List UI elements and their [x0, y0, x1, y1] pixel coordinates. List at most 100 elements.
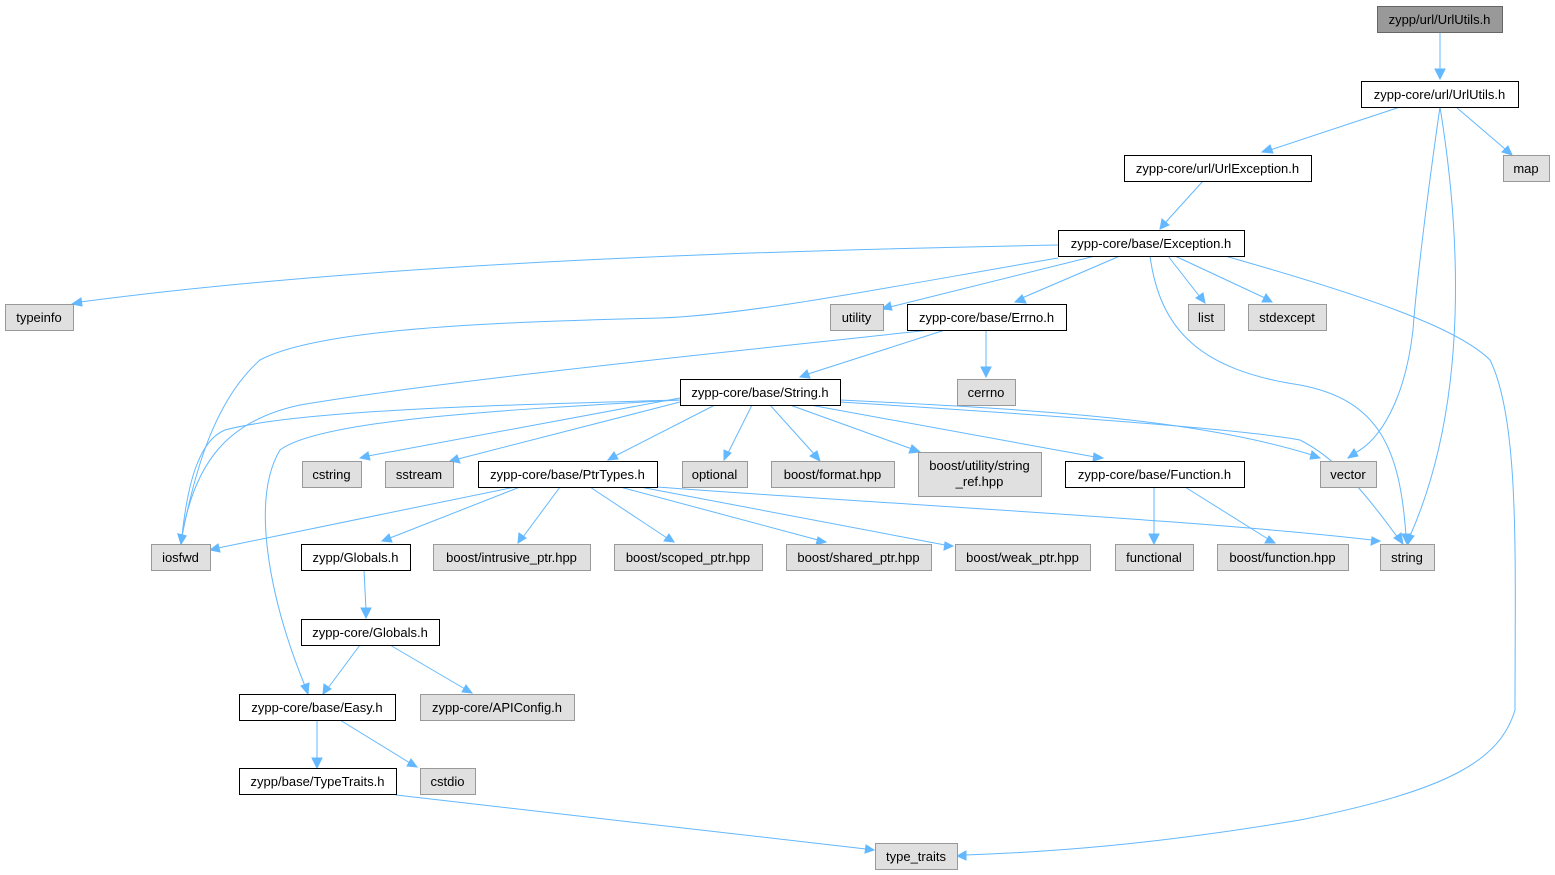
edges-layer — [70, 32, 1516, 861]
edge-arrowhead — [358, 451, 371, 461]
edge-arrowhead — [461, 684, 474, 694]
edge-n15-n31 — [789, 404, 922, 454]
node-label: map — [1513, 161, 1538, 176]
edge-line — [789, 404, 913, 450]
edge-arrowhead — [360, 607, 372, 620]
node-box — [1058, 230, 1245, 257]
node-box — [385, 461, 454, 488]
edge-n21-n26 — [619, 486, 828, 546]
node-label: zypp-core/base/Function.h — [1078, 467, 1231, 482]
edge-n0-n1 — [1434, 32, 1446, 81]
node-box — [680, 379, 841, 406]
node-label: boost/intrusive_ptr.hpp — [446, 550, 577, 565]
edge-line — [589, 486, 668, 539]
edge-n6-n12 — [1013, 255, 1121, 304]
edge-arrowhead — [1195, 292, 1206, 304]
node-label: zypp-core/url/UrlUtils.h — [1374, 87, 1505, 102]
edge-arrowhead — [208, 543, 221, 553]
edge-arrowhead — [1260, 144, 1274, 154]
edge-line — [389, 486, 521, 539]
node-n31: boost/utility/string_ref.hpp — [918, 452, 1042, 497]
edge-line — [181, 257, 1059, 537]
node-label: zypp/Globals.h — [313, 550, 399, 565]
edge-n21-n4 — [656, 486, 1382, 546]
edge-n6-n13 — [880, 255, 1096, 311]
edge-line — [181, 399, 681, 537]
node-box — [1320, 461, 1377, 488]
node-box — [239, 768, 397, 795]
edge-n6-n8 — [1167, 255, 1206, 304]
edge-n23-n18 — [322, 644, 361, 695]
edge-arrowhead — [517, 532, 527, 544]
edge-arrowhead — [1261, 293, 1273, 303]
edge-arrowhead — [606, 451, 619, 461]
edge-arrowhead — [980, 366, 992, 379]
edge-arrowhead — [723, 449, 732, 462]
node-label: zypp-core/base/PtrTypes.h — [490, 467, 645, 482]
node-n32[interactable]: zypp-core/base/Function.h — [1065, 461, 1245, 488]
edge-n21-n22 — [380, 486, 521, 543]
edge-line — [639, 486, 946, 546]
edge-line — [656, 486, 1373, 541]
node-box — [614, 544, 763, 571]
node-label: boost/format.hpp — [784, 467, 882, 482]
node-box — [1065, 461, 1245, 488]
edge-line — [769, 404, 816, 456]
node-box — [420, 768, 476, 795]
node-label: _ref.hpp — [955, 474, 1004, 489]
node-n18[interactable]: zypp-core/base/Easy.h — [239, 694, 396, 721]
node-n23[interactable]: zypp-core/Globals.h — [301, 619, 440, 646]
node-n11: type_traits — [875, 843, 958, 870]
node-box — [830, 304, 884, 331]
node-box — [5, 304, 74, 331]
edge-line — [1167, 255, 1201, 298]
node-label: zypp-core/base/Easy.h — [251, 700, 382, 715]
node-n16: cstring — [302, 461, 362, 488]
node-n5: map — [1503, 155, 1550, 182]
node-label: cstdio — [431, 774, 465, 789]
node-box — [420, 694, 575, 721]
node-n22[interactable]: zypp/Globals.h — [301, 544, 411, 571]
edge-n32-n34 — [1184, 486, 1277, 544]
node-n21[interactable]: zypp-core/base/PtrTypes.h — [478, 461, 658, 488]
node-n6[interactable]: zypp-core/base/Exception.h — [1058, 230, 1245, 257]
edge-line — [964, 255, 1516, 856]
node-n15[interactable]: zypp-core/base/String.h — [680, 379, 841, 406]
node-label: iosfwd — [162, 550, 199, 565]
node-box — [151, 544, 211, 571]
node-label: zypp-core/base/String.h — [691, 385, 828, 400]
node-label: zypp-core/Globals.h — [312, 625, 428, 640]
edge-arrowhead — [864, 844, 876, 854]
edge-arrowhead — [809, 450, 821, 462]
node-n8: list — [1188, 304, 1225, 331]
node-n1[interactable]: zypp-core/url/UrlUtils.h — [1361, 81, 1519, 108]
node-n4: string — [1380, 544, 1435, 571]
edge-n15-n3 — [839, 399, 1322, 460]
node-n20[interactable]: zypp/base/TypeTraits.h — [239, 768, 397, 795]
node-label: type_traits — [886, 849, 946, 864]
edge-line — [181, 329, 931, 537]
node-box — [1124, 155, 1312, 182]
edge-n18-n20 — [311, 720, 323, 770]
edge-line — [1021, 255, 1121, 299]
node-label: optional — [692, 467, 738, 482]
edge-arrowhead — [1434, 68, 1446, 81]
edge-n6-n7 — [177, 257, 1059, 546]
edge-n1-n5 — [1455, 106, 1513, 156]
node-box — [1377, 6, 1503, 33]
edge-line — [1354, 106, 1441, 454]
edge-n23-n24 — [389, 644, 474, 694]
node-box — [918, 452, 1042, 497]
edge-arrowhead — [1264, 535, 1277, 544]
edge-line — [522, 486, 561, 538]
edge-n6-n4 — [1149, 255, 1412, 546]
node-n25: boost/scoped_ptr.hpp — [614, 544, 763, 571]
node-n2[interactable]: zypp-core/url/UrlException.h — [1124, 155, 1312, 182]
node-label: zypp-core/base/Exception.h — [1071, 236, 1231, 251]
node-box — [1361, 81, 1519, 108]
edge-n6-n10 — [70, 244, 1059, 307]
node-n12[interactable]: zypp-core/base/Errno.h — [907, 304, 1067, 331]
edge-arrowhead — [300, 682, 310, 696]
edge-arrowhead — [1309, 450, 1322, 460]
node-box — [875, 843, 958, 870]
